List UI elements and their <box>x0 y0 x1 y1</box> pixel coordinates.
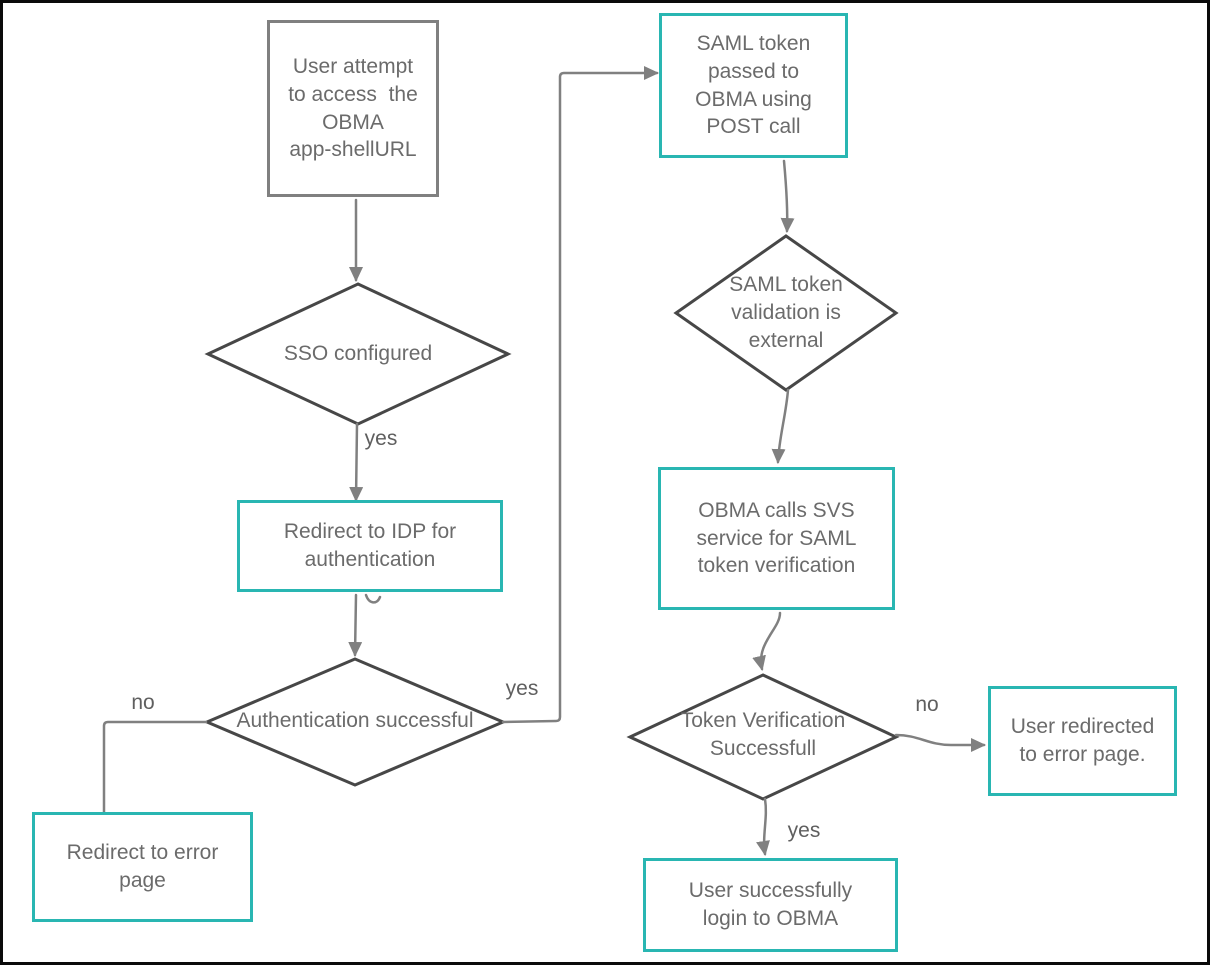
flowchart-drawing <box>102 66 986 856</box>
token-verification-label: Token Verification Successfull <box>680 709 846 760</box>
node-saml-post: SAML token passed to OBMA using POST cal… <box>659 13 848 158</box>
connector-validation-to-svs <box>771 388 790 464</box>
connector-token-no-to-error <box>894 733 986 752</box>
saml-validation-diamond-shape <box>673 234 899 392</box>
node-user-login: User successfully login to OBMA <box>643 858 898 952</box>
edge-label-token-no: no <box>915 693 939 716</box>
node-user-redirected-error: User redirected to error page. <box>988 686 1177 796</box>
connector-idp-to-auth <box>348 593 363 657</box>
node-obma-svs: OBMA calls SVS service for SAML token ve… <box>658 467 895 610</box>
connector-curl-artifact <box>364 593 382 604</box>
connector-saml-post-to-validation <box>780 159 795 233</box>
token-verification-diamond-shape <box>626 673 900 801</box>
edge-label-token-yes: yes <box>787 819 821 842</box>
auth-successful-diamond-shape <box>203 657 507 787</box>
connector-svs-to-token-verification <box>752 611 782 671</box>
sso-configured-label: SSO configured <box>283 342 433 366</box>
saml-validation-label: SAML token validation is external <box>729 273 843 352</box>
connector-auth-no-to-error <box>102 720 208 816</box>
node-redirect-error: Redirect to error page <box>32 812 253 922</box>
connector-sso-yes-to-idp <box>349 422 364 502</box>
edge-label-sso-yes: yes <box>364 427 398 450</box>
edge-label-auth-no: no <box>131 691 155 714</box>
connector-auth-yes-to-saml-post <box>501 66 659 724</box>
node-redirect-idp: Redirect to IDP for authentication <box>237 500 503 592</box>
node-user-attempt: User attempt to access the OBMA app-shel… <box>267 20 439 197</box>
auth-successful-label: Authentication successful <box>236 709 474 733</box>
edge-label-auth-yes: yes <box>505 677 539 700</box>
connector-token-yes-to-login <box>756 797 770 856</box>
